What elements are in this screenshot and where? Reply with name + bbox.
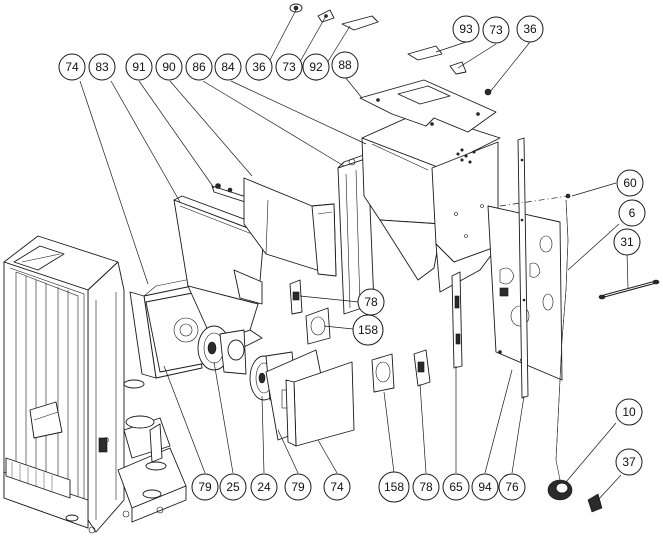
panel-74-bottom (285, 361, 355, 447)
callout-86: 86 (185, 53, 213, 81)
svg-text:93: 93 (459, 22, 473, 36)
callout-78-mid: 78 (357, 288, 385, 316)
svg-text:24: 24 (257, 480, 271, 494)
svg-text:78: 78 (419, 480, 433, 494)
callout-73-top: 73 (275, 53, 303, 81)
callout-84: 84 (214, 53, 242, 81)
strip-76 (517, 137, 529, 399)
cable-6 (555, 199, 569, 461)
fan-25 (197, 325, 247, 375)
switch-10 (547, 459, 573, 501)
svg-text:10: 10 (622, 405, 636, 419)
svg-text:6: 6 (629, 206, 636, 220)
callout-78-bottom: 78 (412, 473, 440, 501)
gasket-158-mid (305, 307, 331, 345)
chamber-84 (361, 111, 501, 293)
callout-60: 60 (616, 169, 644, 197)
callout-31: 31 (613, 228, 641, 256)
part-37 (587, 493, 603, 513)
top-plate-88 (359, 79, 497, 133)
callout-158-mid: 158 (352, 314, 384, 346)
svg-text:37: 37 (622, 455, 636, 469)
svg-text:76: 76 (505, 480, 519, 494)
bracket-78-mid (289, 279, 303, 315)
svg-text:88: 88 (338, 58, 352, 72)
callout-37: 37 (615, 448, 643, 476)
callout-24: 24 (250, 473, 278, 501)
svg-text:73: 73 (489, 23, 503, 37)
svg-text:78: 78 (364, 295, 378, 309)
callout-36-right: 36 (516, 15, 544, 43)
callout-74-top: 74 (58, 53, 86, 81)
callout-79-right: 79 (284, 473, 312, 501)
callout-73-right: 73 (482, 16, 510, 44)
callout-92: 92 (302, 53, 330, 81)
panel-90 (243, 177, 337, 277)
bar-65 (451, 271, 463, 369)
callout-76: 76 (498, 473, 526, 501)
callout-90: 90 (155, 53, 183, 81)
svg-text:73: 73 (282, 60, 296, 74)
svg-text:65: 65 (449, 480, 463, 494)
assembly-line-60 (499, 195, 570, 207)
callout-74-bottom: 74 (323, 473, 351, 501)
sensor-31 (598, 279, 660, 300)
callout-93: 93 (452, 15, 480, 43)
svg-text:158: 158 (384, 480, 404, 494)
callout-94: 94 (471, 473, 499, 501)
svg-text:94: 94 (478, 480, 492, 494)
svg-text:90: 90 (162, 60, 176, 74)
bracket-78-bottom (413, 349, 431, 387)
callout-88: 88 (331, 51, 359, 79)
leader-lines (79, 9, 629, 501)
svg-text:36: 36 (523, 22, 537, 36)
callout-25: 25 (219, 473, 247, 501)
svg-text:31: 31 (620, 235, 634, 249)
svg-text:86: 86 (192, 60, 206, 74)
svg-text:91: 91 (132, 60, 146, 74)
callout-158-bottom: 158 (378, 471, 410, 503)
callout-79-left: 79 (191, 473, 219, 501)
stove-body (3, 235, 187, 534)
callouts: 36 73 92 93 73 36 74 83 91 90 86 84 88 6… (58, 15, 646, 503)
gasket-158-bottom (371, 353, 395, 393)
svg-text:74: 74 (65, 60, 79, 74)
callout-83: 83 (88, 53, 116, 81)
svg-text:158: 158 (358, 323, 378, 337)
svg-text:92: 92 (309, 60, 323, 74)
callout-91: 91 (125, 53, 153, 81)
callout-10: 10 (615, 398, 643, 426)
callout-36-top: 36 (245, 53, 273, 81)
svg-text:83: 83 (95, 60, 109, 74)
svg-text:74: 74 (330, 480, 344, 494)
svg-text:84: 84 (221, 60, 235, 74)
svg-text:36: 36 (252, 60, 266, 74)
svg-text:25: 25 (226, 480, 240, 494)
svg-text:79: 79 (291, 480, 305, 494)
svg-text:60: 60 (623, 176, 637, 190)
callout-65: 65 (442, 473, 470, 501)
callout-6: 6 (618, 199, 646, 227)
screw-60 (565, 193, 571, 199)
svg-text:79: 79 (198, 480, 212, 494)
